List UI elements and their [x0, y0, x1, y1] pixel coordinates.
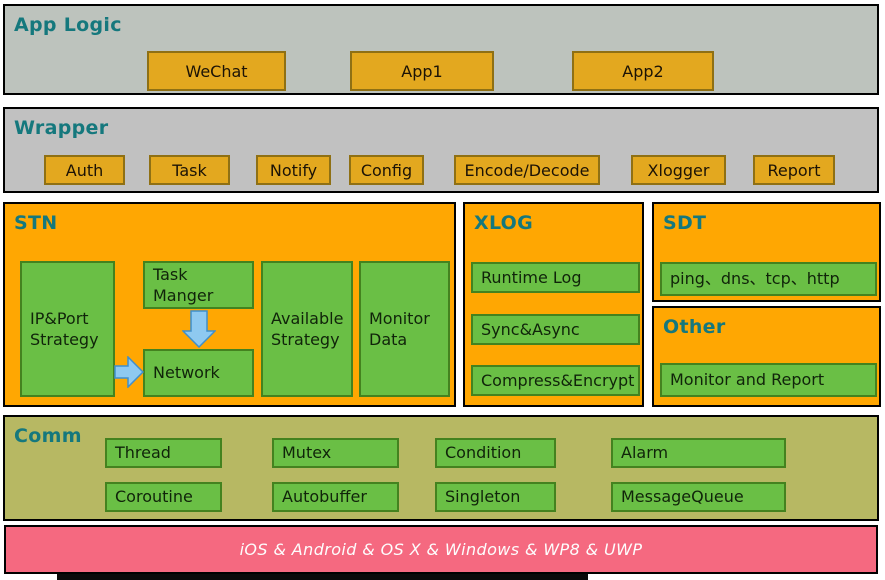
box-xlogger: Xlogger — [631, 155, 726, 185]
box-encode-decode: Encode/Decode — [454, 155, 600, 185]
box-alarm: Alarm — [611, 438, 786, 468]
section-wrapper: Wrapper Auth Task Notify Config Encode/D… — [3, 107, 879, 193]
box-runtime-log: Runtime Log — [471, 262, 640, 293]
section-comm: Comm Thread Mutex Condition Alarm Corout… — [3, 415, 879, 521]
section-title-comm: Comm — [14, 425, 82, 447]
section-title-app-logic: App Logic — [14, 14, 122, 36]
box-coroutine: Coroutine — [105, 482, 222, 512]
section-title-wrapper: Wrapper — [14, 117, 109, 139]
box-auth: Auth — [44, 155, 125, 185]
box-app1: App1 — [350, 51, 494, 91]
section-title-other: Other — [663, 316, 726, 338]
box-report: Report — [753, 155, 835, 185]
section-title-sdt: SDT — [663, 212, 707, 234]
box-compress-encrypt: Compress&Encrypt — [471, 365, 640, 396]
section-title-xlog: XLOG — [474, 212, 534, 234]
box-thread: Thread — [105, 438, 222, 468]
box-singleton: Singleton — [435, 482, 556, 512]
box-monitor-and-report: Monitor and Report — [660, 363, 877, 397]
down-arrow-icon — [182, 310, 216, 348]
box-available-strategy: Available Strategy — [261, 261, 353, 397]
section-stn: STN IP&Port Strategy Task Manger Network… — [3, 202, 456, 407]
section-xlog: XLOG Runtime Log Sync&Async Compress&Enc… — [463, 202, 644, 407]
right-arrow-icon — [114, 356, 144, 388]
platform-bar-label: iOS & Android & OS X & Windows & WP8 & U… — [239, 540, 643, 559]
box-ip-port-strategy: IP&Port Strategy — [20, 261, 115, 397]
box-notify: Notify — [256, 155, 331, 185]
box-config: Config — [349, 155, 424, 185]
box-wechat: WeChat — [147, 51, 286, 91]
platform-bar: iOS & Android & OS X & Windows & WP8 & U… — [4, 525, 878, 574]
bottom-black-bar — [57, 574, 588, 580]
box-ping-dns-tcp-http: ping、dns、tcp、http — [660, 262, 877, 296]
box-monitor-data: Monitor Data — [359, 261, 450, 397]
box-task: Task — [149, 155, 230, 185]
box-sync-async: Sync&Async — [471, 314, 640, 345]
box-mutex: Mutex — [272, 438, 399, 468]
box-autobuffer: Autobuffer — [272, 482, 399, 512]
box-network: Network — [143, 349, 254, 397]
box-condition: Condition — [435, 438, 556, 468]
box-messagequeue: MessageQueue — [611, 482, 786, 512]
section-title-stn: STN — [14, 212, 58, 234]
section-sdt: SDT ping、dns、tcp、http — [652, 202, 881, 302]
section-other: Other Monitor and Report — [652, 306, 881, 407]
box-task-manager: Task Manger — [143, 261, 254, 309]
box-app2: App2 — [572, 51, 714, 91]
section-app-logic: App Logic WeChat App1 App2 — [3, 4, 879, 95]
